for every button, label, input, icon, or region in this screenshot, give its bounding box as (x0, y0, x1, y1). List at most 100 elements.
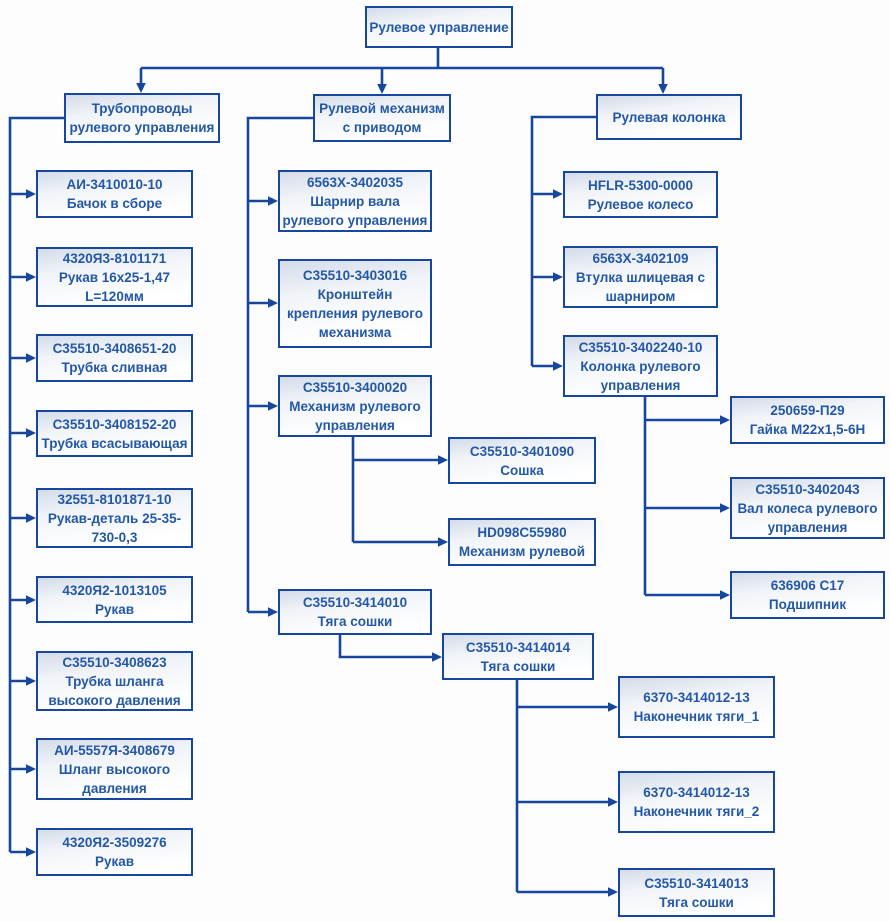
node-branch-mechanism-label: с приводом (342, 120, 422, 135)
node-mech-3-label: Механизм рулевого (289, 398, 421, 414)
node-tie-rod-3-label: С35510-3414013 (644, 875, 749, 891)
node-tie-rod-end-1-label: 6370-3414012-13 (643, 690, 750, 705)
node-mech-4-label: Тяга сошки (317, 614, 393, 629)
node-mech-3-label: С35510-3400020 (302, 379, 408, 395)
node-pipes-2-label: Рукав 16х25-1,47 (58, 269, 171, 285)
node-mech-4-1-label: Тяга сошки (480, 658, 556, 674)
node-branch-column: Рулевая колонка (596, 94, 742, 140)
node-pipes-3-label: С35510-3408651-20 (52, 341, 177, 356)
connector-arrowhead (432, 652, 442, 662)
node-pipes-7-label: Трубка шланга (65, 673, 164, 689)
node-col-2-label: шарниром (605, 288, 676, 304)
node-col-3-1-label: Гайка М22х1,5-6Н (749, 422, 866, 437)
node-col-2-label: 6563Х-3402109 (592, 250, 689, 266)
node-col-2-label: Втулка шлицевая с (575, 269, 706, 285)
node-col-3-label: С35510-3402240-10 (578, 339, 703, 355)
node-pipes-4-label: С35510-3408152-20 (52, 416, 177, 432)
connector-arrowhead (26, 272, 36, 282)
node-branch-pipes-label: рулевого управления (69, 120, 215, 135)
connector-arrowhead (438, 537, 448, 547)
connector-arrowhead (26, 353, 36, 363)
connector-arrowhead (608, 702, 618, 712)
connector-arrowhead (268, 298, 278, 308)
node-branch-pipes-label: Трубопроводы (91, 101, 193, 116)
node-branch-mechanism: Рулевой механизм с приводом (313, 94, 451, 142)
node-pipes-8-label: давления (82, 780, 147, 796)
node-mech-1-label: Шарнир вала (310, 193, 400, 209)
connector-line (338, 635, 433, 659)
node-branch-column-label: Рулевая колонка (612, 109, 726, 125)
node-pipes-5-label: 32551-8101871-10 (57, 491, 172, 507)
node-tie-rod-3-label: Тяга сошки (659, 894, 734, 910)
node-col-3-2-label: Вал колеса рулевого (737, 500, 878, 516)
node-root: Рулевое управление (365, 6, 513, 48)
node-mech-2-label: С35510-3403016 (302, 267, 408, 283)
node-pipes-5-label: 730-0,3 (91, 529, 138, 545)
node-mech-1-label: рулевого управления (282, 212, 428, 228)
node-branch-mechanism-label: Рулевой механизм (319, 101, 445, 116)
node-pipes-2-label: L=120мм (85, 288, 144, 304)
node-mech-3-1-label: С35510-3401090 (469, 443, 575, 459)
node-mech-2-label: механизма (318, 324, 392, 340)
connector-arrowhead (553, 189, 563, 199)
connector-arrowhead (26, 595, 36, 605)
connector-arrowhead (438, 455, 448, 465)
connector-arrowhead (553, 361, 563, 371)
node-tie-rod-end-2-label: Наконечник тяги_2 (633, 804, 760, 819)
node-col-3-2-label: управления (767, 519, 848, 535)
connector-arrowhead (658, 84, 668, 94)
connector-arrowhead (136, 83, 146, 93)
connector-arrowhead (26, 676, 36, 686)
connector-line (530, 115, 596, 366)
node-pipes-1-label: Бачок в сборе (66, 196, 163, 211)
node-pipes-7-label: С35510-3408623 (62, 654, 167, 670)
node-col-3-1-label: 250659-П29 (770, 403, 845, 418)
connector-arrowhead (608, 797, 618, 807)
connector-arrowhead (608, 887, 618, 897)
node-pipes-9-label: Рукав (94, 854, 135, 869)
node-pipes-2-label: 4320Я3-8101171 (62, 250, 167, 266)
connector-arrowhead (26, 513, 36, 523)
node-mech-3-2-label: HD098C55980 (477, 525, 567, 540)
node-tie-rod-end-1-label: Наконечник тяги_1 (633, 709, 760, 724)
node-pipes-6-label: Рукав (94, 601, 135, 617)
node-pipes-8-label: Шланг высокого (58, 761, 171, 777)
node-pipes-7-label: высокого давления (48, 692, 181, 708)
connector-arrowhead (720, 590, 730, 600)
connector-arrowhead (553, 272, 563, 282)
connector-arrowhead (720, 415, 730, 425)
node-pipes-8-label: АИ-5557Я-3408679 (54, 742, 175, 758)
node-mech-2-label: Кронштейн (317, 286, 393, 302)
connector-arrowhead (26, 847, 36, 857)
node-pipes-4-label: Трубка всасывающая (41, 435, 188, 451)
node-pipes-6-label: 4320Я2-1013105 (62, 582, 167, 598)
connector-arrowhead (720, 503, 730, 513)
node-col-3-2-label: С35510-3402043 (755, 481, 860, 497)
node-col-3-label: Колонка рулевого (580, 358, 701, 374)
node-pipes-9-label: 4320Я2-3509276 (62, 835, 167, 850)
node-mech-3-2-label: Механизм рулевой (458, 544, 586, 559)
node-col-1-label: HFLR-5300-0000 (587, 177, 694, 193)
node-mech-2-label: крепления рулевого (286, 305, 423, 321)
connector-arrowhead (268, 196, 278, 206)
node-branch-pipes: Трубопроводы рулевого управления (64, 93, 220, 143)
node-mech-3-label: управления (315, 417, 395, 433)
